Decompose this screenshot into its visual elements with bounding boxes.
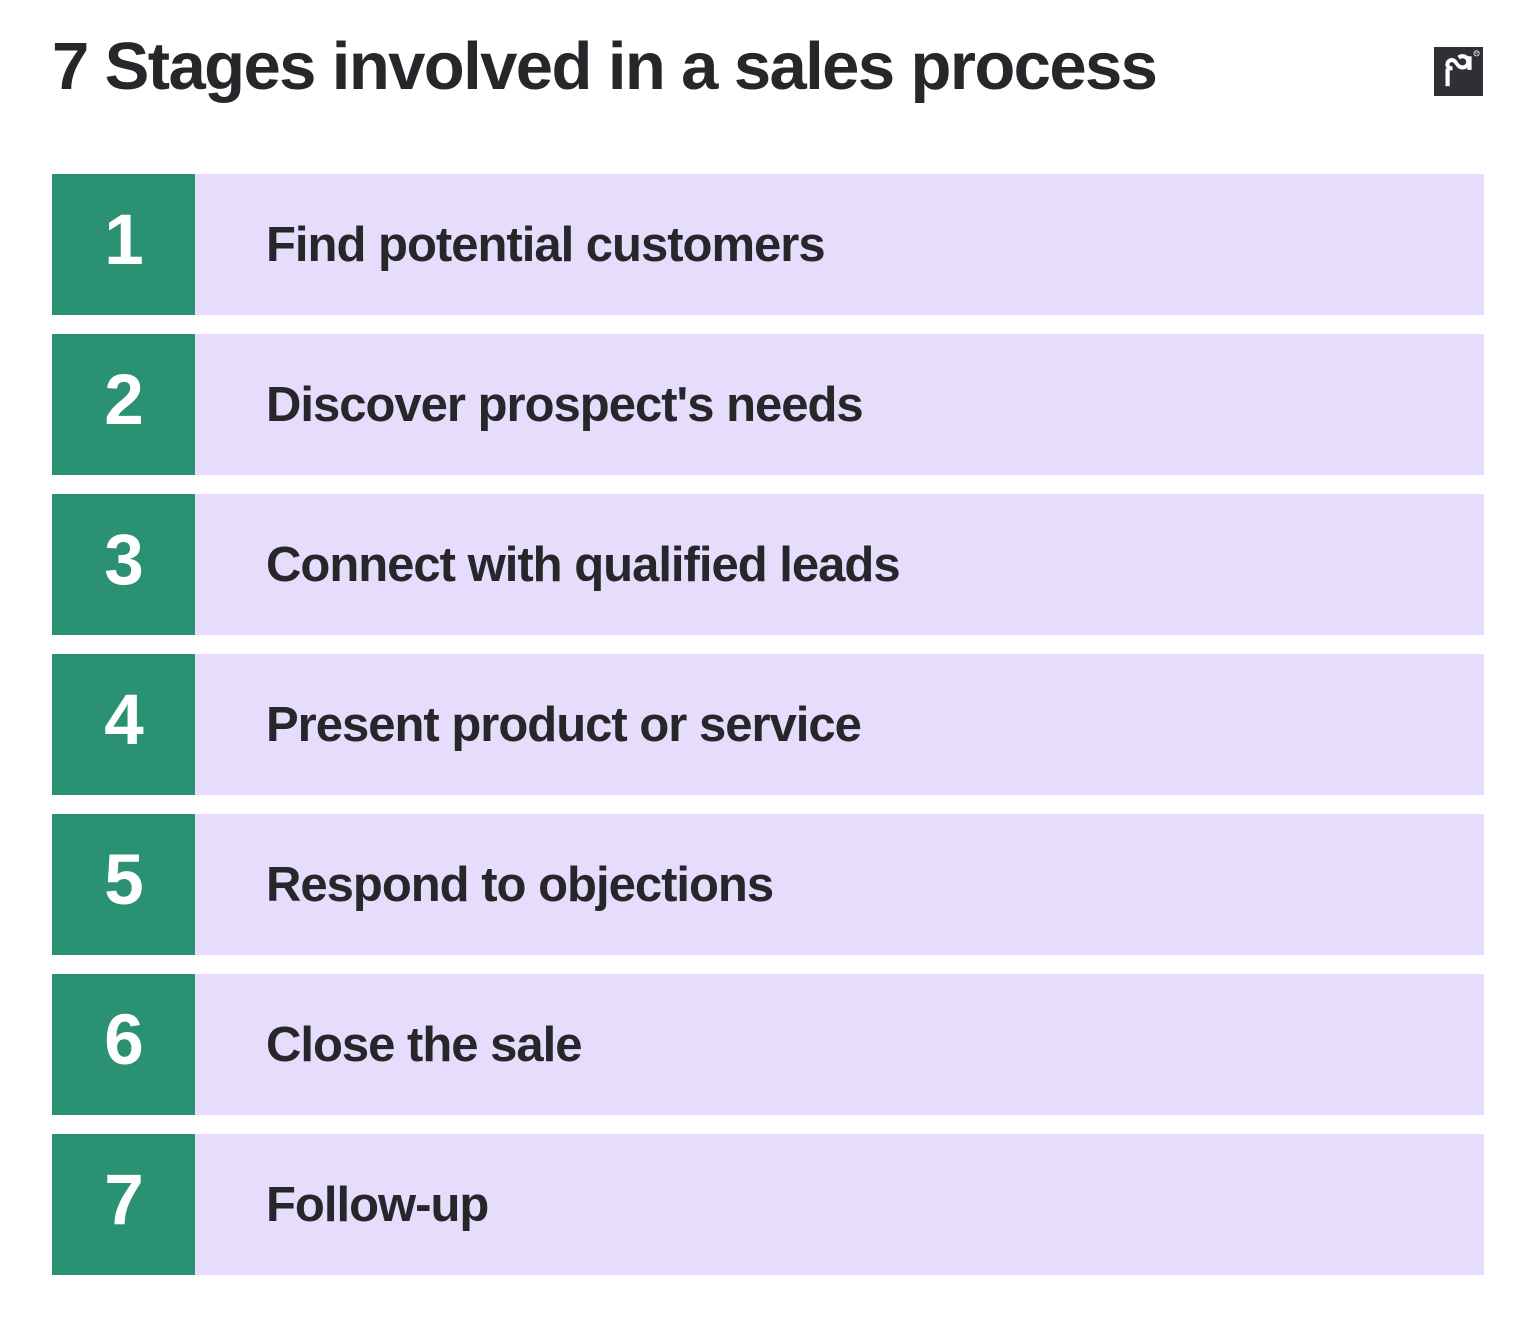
stage-label-cell: Connect with qualified leads bbox=[195, 494, 1484, 635]
stage-number: 1 bbox=[104, 201, 143, 280]
stage-label: Respond to objections bbox=[266, 857, 774, 912]
stage-number-box: 4 bbox=[52, 654, 195, 795]
stage-row: 4 Present product or service bbox=[52, 654, 1484, 795]
infographic-header: 7 Stages involved in a sales process R bbox=[0, 0, 1536, 175]
stage-row: 3 Connect with qualified leads bbox=[52, 494, 1484, 635]
stage-label: Discover prospect's needs bbox=[266, 377, 864, 432]
svg-text:R: R bbox=[1475, 52, 1478, 56]
stage-list: 1 Find potential customers 2 Discover pr… bbox=[52, 174, 1484, 1275]
stage-label: Present product or service bbox=[266, 697, 862, 752]
stage-number: 3 bbox=[104, 521, 143, 600]
stage-number: 6 bbox=[104, 1001, 143, 1080]
stage-label: Connect with qualified leads bbox=[266, 537, 901, 592]
stage-label: Close the sale bbox=[266, 1017, 583, 1072]
stage-number-box: 7 bbox=[52, 1134, 195, 1275]
page-title: 7 Stages involved in a sales process bbox=[52, 29, 1158, 104]
stage-number: 7 bbox=[104, 1161, 143, 1240]
stage-number-box: 1 bbox=[52, 174, 195, 315]
stage-label-cell: Follow-up bbox=[195, 1134, 1484, 1275]
stage-row: 5 Respond to objections bbox=[52, 814, 1484, 955]
pandadoc-logo-icon: R bbox=[1434, 47, 1483, 96]
stage-number-box: 3 bbox=[52, 494, 195, 635]
stage-label: Find potential customers bbox=[266, 217, 826, 272]
stage-number-box: 2 bbox=[52, 334, 195, 475]
stage-label-cell: Present product or service bbox=[195, 654, 1484, 795]
stage-number: 4 bbox=[104, 681, 143, 760]
stage-row: 2 Discover prospect's needs bbox=[52, 334, 1484, 475]
stage-label: Follow-up bbox=[266, 1177, 489, 1232]
stage-row: 6 Close the sale bbox=[52, 974, 1484, 1115]
stage-number-box: 6 bbox=[52, 974, 195, 1115]
stage-number: 5 bbox=[104, 841, 143, 920]
stage-number: 2 bbox=[104, 361, 143, 440]
stage-number-box: 5 bbox=[52, 814, 195, 955]
stage-label-cell: Discover prospect's needs bbox=[195, 334, 1484, 475]
stage-label-cell: Close the sale bbox=[195, 974, 1484, 1115]
stage-row: 7 Follow-up bbox=[52, 1134, 1484, 1275]
stage-row: 1 Find potential customers bbox=[52, 174, 1484, 315]
stage-label-cell: Find potential customers bbox=[195, 174, 1484, 315]
stage-label-cell: Respond to objections bbox=[195, 814, 1484, 955]
